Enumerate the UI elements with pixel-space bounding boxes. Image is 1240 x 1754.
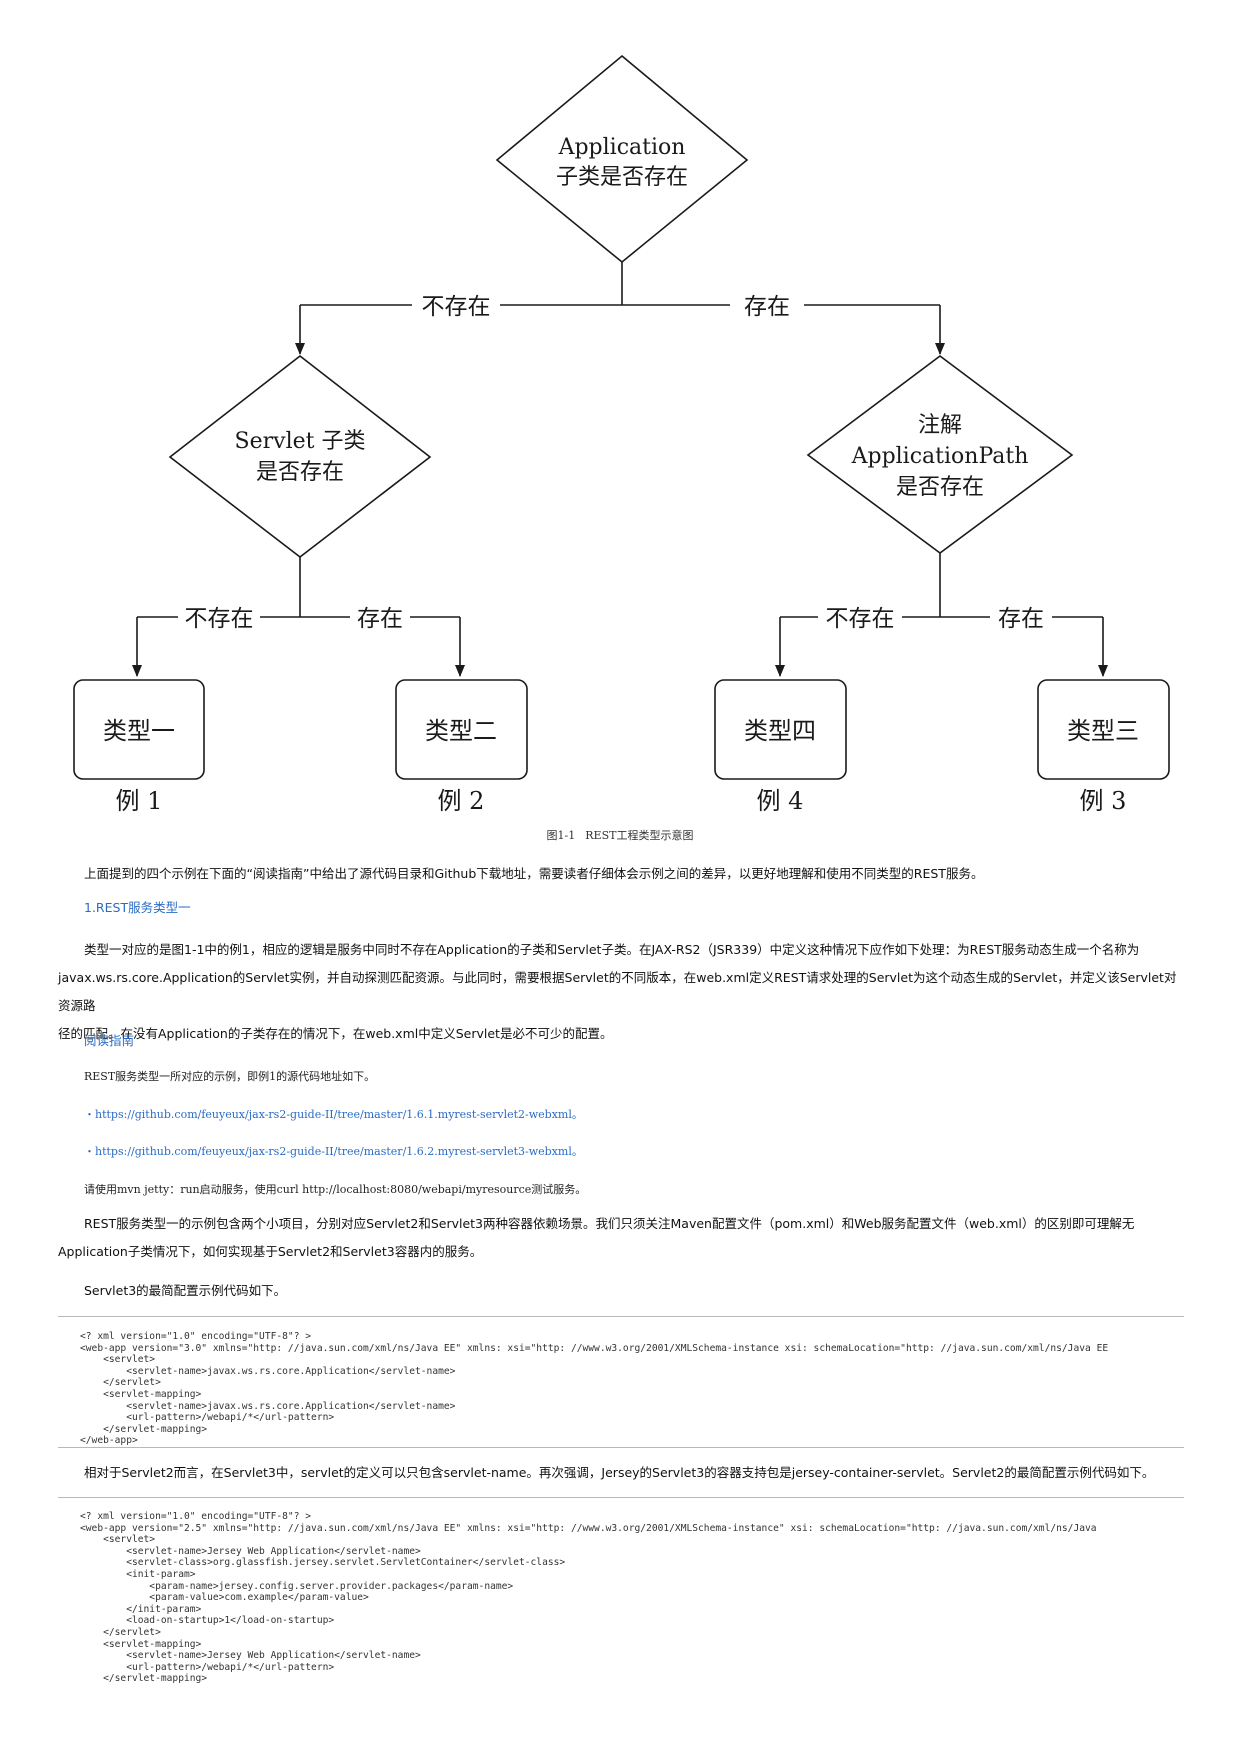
applicationpath-decision-label-line1: 注解: [918, 413, 962, 438]
servlet-versions-paragraph: REST服务类型一的示例包含两个小项目，分别对应Servlet2和Servlet…: [58, 1210, 1184, 1266]
edge-label-root-not-exist: 不存在: [422, 294, 491, 320]
code-block-2-line: </servlet-mapping>: [80, 1673, 208, 1685]
type-three-box: [1037, 679, 1170, 780]
type-four-box: [714, 679, 847, 780]
code-block-1-line: <servlet-mapping>: [80, 1388, 202, 1400]
servlet-versions-paragraph-line1: REST服务类型一的示例包含两个小项目，分别对应Servlet2和Servlet…: [84, 1216, 1135, 1231]
type-one-paragraph: 类型一对应的是图1-1中的例1，相应的逻辑是服务中同时不存在Applicatio…: [58, 936, 1184, 1048]
code-block-2-line: <servlet-name>Jersey Web Application</se…: [80, 1545, 421, 1557]
code-block-1-line: <web-app version="3.0" xmlns="http: //ja…: [80, 1342, 1109, 1354]
servlet3-webxml-code: <? xml version="1.0" encoding="UTF-8"? >…: [80, 1331, 1184, 1447]
code-block-2-top-rule: [58, 1497, 1184, 1498]
code-block-2-line: <servlet>: [80, 1534, 156, 1546]
code-block-1-line: </servlet>: [80, 1377, 161, 1389]
code-block-2-line: <web-app version="2.5" xmlns="http: //ja…: [80, 1522, 1097, 1534]
type-one-label: 类型一: [103, 717, 175, 745]
type-two-label: 类型二: [425, 717, 497, 745]
edge-label-right-exist: 存在: [998, 606, 1044, 632]
bullet-icon: ・: [84, 1145, 95, 1158]
applicationpath-decision-label-line2: ApplicationPath: [851, 444, 1029, 469]
code-block-2-line: <param-name>jersey.config.server.provide…: [80, 1580, 514, 1592]
code-block-1-top-rule: [58, 1316, 1184, 1317]
bullet-icon: ・: [84, 1108, 95, 1121]
type-one-paragraph-line1: 类型一对应的是图1-1中的例1，相应的逻辑是服务中同时不存在Applicatio…: [84, 942, 1140, 957]
code-block-2-line: <init-param>: [80, 1568, 196, 1580]
section-heading: 1.REST服务类型一: [84, 900, 191, 915]
figure-title: REST工程类型示意图: [585, 829, 694, 842]
type-two-box: [395, 679, 528, 780]
code-block-1-line: <servlet>: [80, 1354, 156, 1366]
code-block-1-line: <url-pattern>/webapi/*</url-pattern>: [80, 1412, 335, 1424]
type-four-label: 类型四: [744, 717, 816, 745]
source-link-1-line: ・https://github.com/feuyeux/jax-rs2-guid…: [84, 1106, 583, 1122]
type-one-box: [73, 679, 205, 780]
edge-label-left-not-exist: 不存在: [185, 606, 254, 632]
type-two-example: 例 2: [438, 787, 485, 815]
source-link-2-line: ・https://github.com/feuyeux/jax-rs2-guid…: [84, 1143, 583, 1159]
servlet3-intro: Servlet3的最简配置示例代码如下。: [84, 1283, 287, 1298]
reading-guide-heading: 阅读指南: [84, 1033, 135, 1048]
type-four-example: 例 4: [757, 787, 804, 815]
intro-paragraph: 上面提到的四个示例在下面的“阅读指南”中给出了源代码目录和Github下载地址，…: [84, 866, 984, 881]
root-decision-label-line1: Application: [558, 135, 686, 160]
right-branch-connectors: [775, 553, 1108, 677]
servlet-decision-label-line2: 是否存在: [256, 460, 344, 485]
code-block-1-line: <servlet-name>javax.ws.rs.core.Applicati…: [80, 1365, 456, 1377]
code-block-2-line: <url-pattern>/webapi/*</url-pattern>: [80, 1661, 335, 1673]
left-branch-connectors: [132, 557, 465, 677]
edge-label-left-exist: 存在: [357, 606, 403, 632]
source-link-1[interactable]: https://github.com/feuyeux/jax-rs2-guide…: [95, 1108, 583, 1121]
code-block-2-line: <? xml version="1.0" encoding="UTF-8"? >: [80, 1511, 312, 1522]
code-block-1-line: <? xml version="1.0" encoding="UTF-8"? >: [80, 1331, 312, 1342]
figure-number: 图1-1: [546, 829, 576, 842]
root-decision-label-line2: 子类是否存在: [556, 165, 688, 190]
type-three-label: 类型三: [1067, 717, 1139, 745]
root-branch-connectors: [295, 262, 945, 355]
code-block-1-line: </web-app>: [80, 1435, 138, 1447]
type-three-example: 例 3: [1080, 787, 1127, 815]
run-instructions: 请使用mvn jetty：run启动服务，使用curl http://local…: [84, 1183, 587, 1196]
code-block-2-line: <servlet-name>Jersey Web Application</se…: [80, 1650, 421, 1662]
code-block-2-line: <load-on-startup>1</load-on-startup>: [80, 1615, 335, 1627]
type-one-paragraph-line3: 径的匹配。在没有Application的子类存在的情况下，在web.xml中定义…: [58, 1026, 613, 1041]
type-one-example: 例 1: [116, 787, 163, 815]
servlet2-webxml-code: <? xml version="1.0" encoding="UTF-8"? >…: [80, 1511, 1184, 1685]
code-block-2-line: <param-value>com.example</param-value>: [80, 1592, 369, 1604]
code-block-1-line: </servlet-mapping>: [80, 1423, 208, 1435]
edge-label-right-not-exist: 不存在: [826, 606, 895, 632]
type-one-paragraph-line2: javax.ws.rs.core.Application的Servlet实例，并…: [58, 970, 1177, 1013]
code-block-2-line: </init-param>: [80, 1603, 202, 1615]
code-block-1-bottom-rule: [58, 1447, 1184, 1448]
rest-type-flowchart: Application 子类是否存在 不存在 存在 Servlet 子类 是否存…: [73, 54, 1170, 815]
code-block-1-line: <servlet-name>javax.ws.rs.core.Applicati…: [80, 1400, 456, 1412]
servlet-decision-label-line1: Servlet 子类: [235, 429, 366, 454]
servlet2-comparison-paragraph: 相对于Servlet2而言，在Servlet3中，servlet的定义可以只包含…: [84, 1465, 1155, 1480]
servlet-versions-paragraph-line2: Application子类情况下，如何实现基于Servlet2和Servlet3…: [58, 1244, 483, 1259]
source-link-2[interactable]: https://github.com/feuyeux/jax-rs2-guide…: [95, 1145, 583, 1158]
servlet-subclass-decision-diamond: [168, 354, 432, 559]
applicationpath-decision-label-line3: 是否存在: [896, 475, 984, 500]
reading-guide-intro: REST服务类型一所对应的示例，即例1的源代码地址如下。: [84, 1070, 376, 1083]
figure-caption: 图1-1 REST工程类型示意图: [0, 827, 1240, 843]
code-block-2-line: </servlet>: [80, 1626, 161, 1638]
code-block-2-line: <servlet-mapping>: [80, 1638, 202, 1650]
code-block-2-line: <servlet-class>org.glassfish.jersey.serv…: [80, 1557, 566, 1569]
edge-label-root-exist: 存在: [744, 294, 790, 320]
